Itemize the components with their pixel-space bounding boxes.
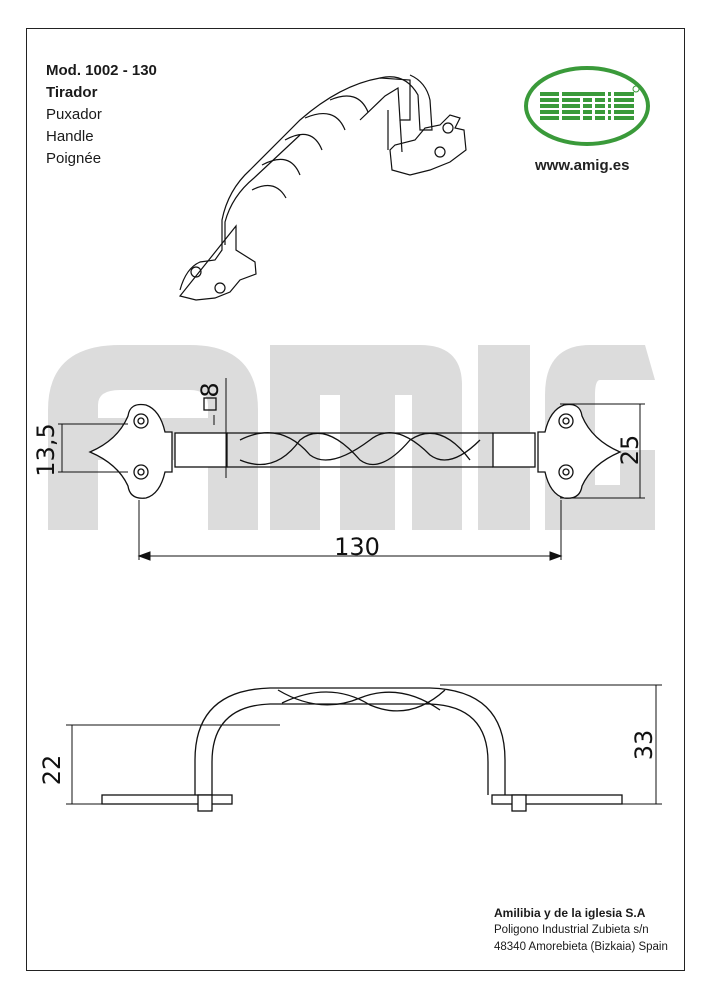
dim-length: 130 [334,533,380,561]
dim-base-height: 22 [38,755,66,786]
title-block: Mod. 1002 - 130 Tirador Puxador Handle P… [46,60,157,170]
dim-plate-width: 13,5 [32,423,60,476]
drawing-frame [26,28,685,971]
top-view-dimensions [58,378,645,561]
dim-total-height: 33 [630,730,658,761]
side-view-dimensions [66,684,662,805]
top-view [88,403,622,499]
amig-logo [524,66,650,146]
company-name: Amilibia y de la iglesia S.A [494,906,646,920]
name-es: Tirador [46,84,98,101]
dim-right-width: 25 [616,435,644,466]
name-fr: Poignée [46,150,102,167]
amig-watermark [48,345,655,530]
model-title: Mod. 1002 - 130 [46,62,157,79]
amig-logo-lettering [540,92,634,120]
website-url: www.amig.es [535,157,630,174]
side-view [101,687,623,812]
company-address-1: Poligono Industrial Zubieta s/n [494,924,649,936]
square-section-symbol [203,397,217,411]
name-en: Handle [46,128,94,145]
company-address-2: 48340 Amorebieta (Bizkaia) Spain [494,941,668,953]
dim-bar-section: 8 [196,382,224,397]
isometric-view [178,74,467,301]
name-eu: Puxador [46,106,102,123]
company-block: Amilibia y de la iglesia S.A Poligono In… [494,905,668,956]
